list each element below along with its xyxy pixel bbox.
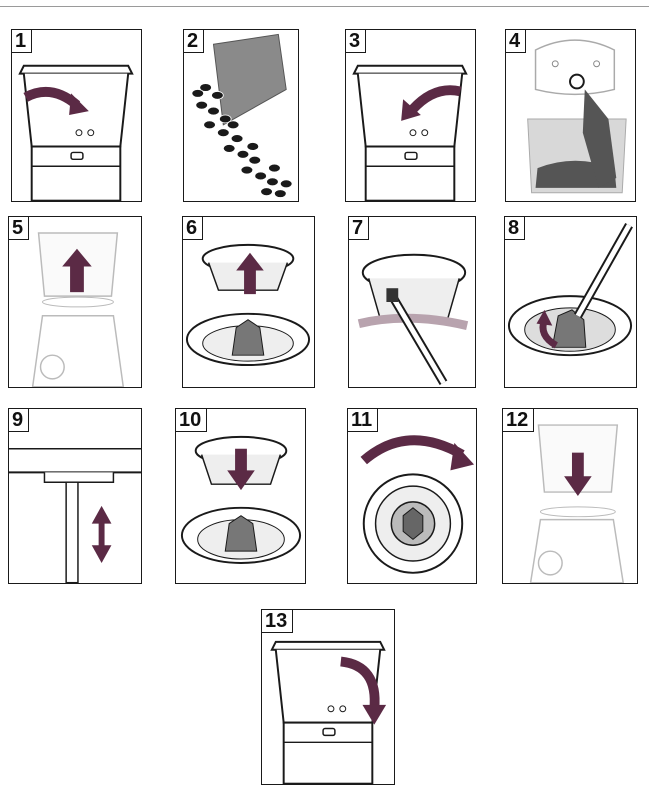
step-number: 3 [346, 30, 367, 53]
step-1-panel: 1 [11, 29, 142, 202]
insert-upper-burr-illustration [180, 435, 302, 564]
step-number: 5 [9, 217, 30, 240]
step-12-panel: 12 [502, 408, 638, 584]
grinder-lid-close-illustration [352, 64, 468, 201]
arrow-icon [70, 264, 84, 293]
burr-icon [231, 319, 265, 356]
step-number: 8 [505, 217, 526, 240]
pour-beans-illustration [191, 33, 293, 198]
step-5-panel: 5 [8, 216, 142, 388]
step-11-panel: 11 [347, 408, 477, 584]
step-10-panel: 10 [175, 408, 306, 584]
grinder-lid-open-illustration [18, 64, 134, 201]
lift-hopper-illustration [31, 232, 125, 387]
remove-hopper-illustration [527, 39, 627, 194]
arrow-icon [362, 704, 387, 725]
step-number: 12 [503, 409, 535, 432]
coffee-beans-icon [191, 83, 293, 198]
step-number: 13 [262, 610, 294, 633]
burr-icon [224, 515, 258, 552]
step-6-panel: 6 [182, 216, 315, 388]
step-8-panel: 8 [504, 216, 637, 388]
step-3-panel: 3 [345, 29, 476, 202]
step-2-panel: 2 [183, 29, 299, 202]
replace-hopper-illustration [529, 424, 624, 583]
top-rule [0, 6, 649, 7]
burr-icon [402, 507, 424, 540]
step-7-panel: 7 [348, 216, 476, 388]
step-number: 6 [183, 217, 204, 240]
arrow-icon [360, 435, 465, 465]
clean-upper-burr-illustration [357, 253, 469, 385]
arrow-icon [244, 268, 256, 295]
hand-icon [582, 89, 617, 188]
step-9-panel: 9 [8, 408, 142, 584]
arrow-icon [69, 93, 89, 116]
close-lid-illustration [270, 640, 387, 784]
step-number: 9 [9, 409, 30, 432]
remove-upper-burr-illustration [185, 243, 311, 367]
step-13-panel: 13 [261, 609, 395, 785]
step-number: 4 [506, 30, 527, 53]
burr-height-illustration [9, 447, 141, 583]
brush-icon [386, 288, 399, 302]
arrow-icon [401, 99, 421, 121]
lock-burr-illustration [360, 435, 475, 574]
step-number: 10 [176, 409, 208, 432]
sparkle-icon [569, 73, 585, 90]
step-number: 2 [184, 30, 205, 53]
arrow-icon [235, 448, 247, 475]
step-number: 7 [349, 217, 370, 240]
arrow-icon [571, 452, 584, 481]
step-number: 1 [12, 30, 33, 53]
clean-lower-burr-illustration [507, 222, 633, 357]
step-4-panel: 4 [505, 29, 636, 202]
up-down-arrow-icon [91, 505, 112, 563]
step-number: 11 [348, 409, 379, 432]
